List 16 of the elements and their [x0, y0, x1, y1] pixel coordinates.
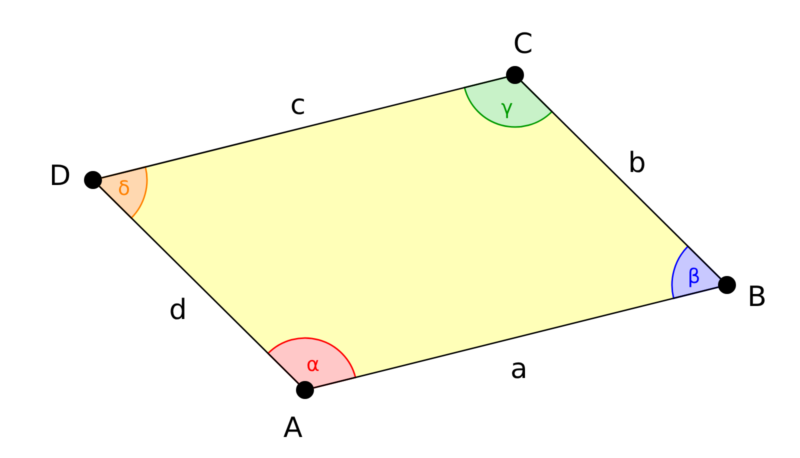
angle-label: δ: [118, 178, 130, 198]
vertex-point: [506, 66, 524, 84]
side-line: [520, 80, 722, 280]
angle-label: α: [306, 354, 320, 374]
side-line: [102, 76, 506, 179]
angle-label: γ: [501, 97, 513, 117]
angle-label: β: [688, 266, 700, 286]
vertex-label: A: [283, 414, 303, 442]
vertex-point: [718, 276, 736, 294]
vertex-label: D: [49, 162, 71, 190]
vertex-point: [296, 381, 314, 399]
side-line: [314, 286, 718, 389]
vertex-label: C: [513, 30, 533, 58]
vertex-point: [84, 171, 102, 189]
side-line: [98, 186, 300, 384]
vertex-label: B: [747, 283, 767, 311]
